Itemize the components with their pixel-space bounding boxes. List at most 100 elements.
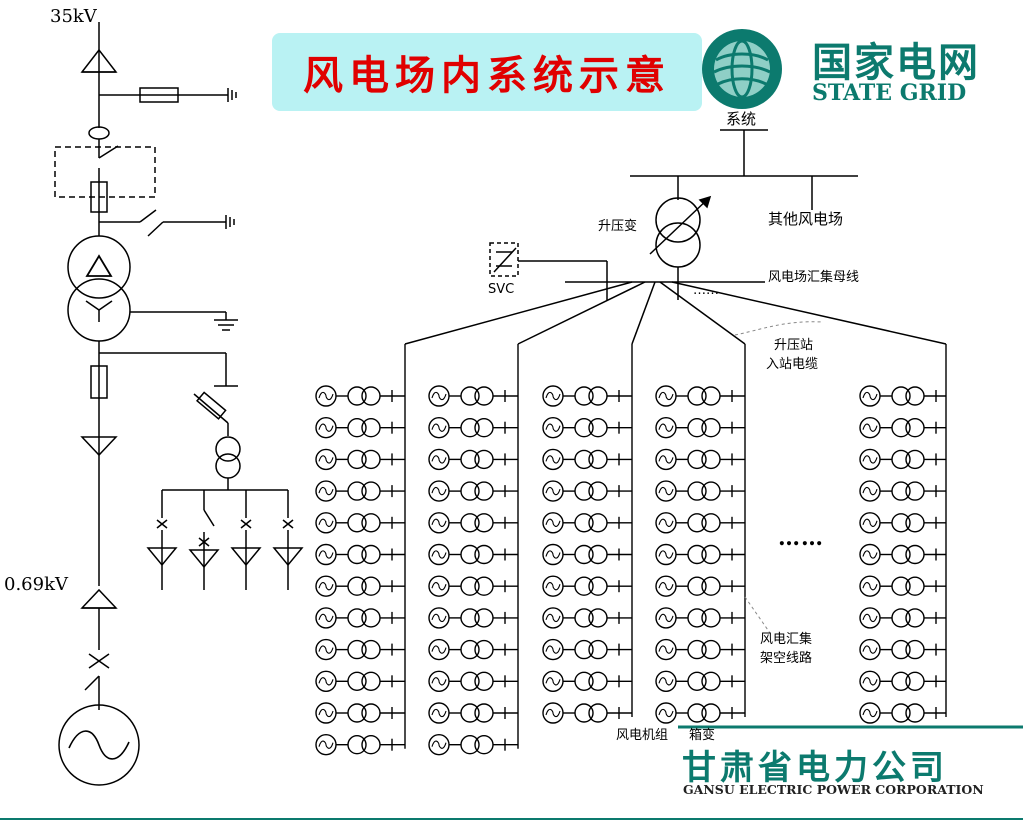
box-transformer-icon <box>891 481 911 501</box>
box-transformer-icon <box>574 576 594 596</box>
turbine-unit <box>655 607 745 629</box>
box-transformer-icon <box>347 513 367 533</box>
turbine-single-line-diagram <box>54 22 304 786</box>
turbine-unit <box>859 638 946 661</box>
turbine-unit <box>655 512 745 534</box>
turbine-unit <box>542 448 632 471</box>
turbine-unit <box>655 543 745 566</box>
box-transformer-icon <box>687 513 707 533</box>
turbine-unit <box>859 385 946 407</box>
turbine-unit <box>428 575 518 597</box>
feeder-ellipsis: …… <box>778 525 824 551</box>
box-transformer-icon <box>687 449 707 470</box>
transformer-winding-delta <box>67 235 131 299</box>
turbine-unit <box>315 512 405 534</box>
box-transformer-icon <box>460 703 480 723</box>
title-banner: 风电场内系统示意 <box>272 33 702 111</box>
box-transformer-icon <box>347 386 367 406</box>
arrester-mid <box>80 436 118 457</box>
box-transformer-icon <box>347 418 367 438</box>
turbine-unit <box>542 575 632 597</box>
bus-ellipsis: …… <box>693 283 719 298</box>
turbine-unit <box>428 385 518 407</box>
substation-cable-label-2: 入站电缆 <box>766 357 819 372</box>
box-transformer-icon <box>460 735 480 755</box>
turbine-unit <box>315 702 405 724</box>
box-transformer-icon <box>347 735 367 755</box>
turbine-unit <box>315 638 405 661</box>
box-transformer-icon <box>687 481 707 501</box>
slide-title: 风电场内系统示意 <box>303 52 671 99</box>
box-transformer-icon <box>687 418 707 438</box>
box-transformer-icon <box>574 418 594 438</box>
turbine-unit <box>315 543 405 566</box>
box-transformer-icon <box>891 639 911 660</box>
turbine-unit <box>655 702 745 724</box>
box-transformer-icon <box>891 703 911 723</box>
box-transformer-icon <box>347 671 367 691</box>
box-transformer-icon <box>460 418 480 438</box>
box-transformer-icon <box>347 544 367 565</box>
collector-feeders <box>315 344 947 756</box>
turbine-unit <box>859 480 946 502</box>
box-transformer-icon <box>687 386 707 406</box>
turbine-unit <box>428 543 518 566</box>
turbine-unit <box>655 480 745 502</box>
box-transformer-icon <box>687 576 707 596</box>
turbine-unit <box>315 670 405 692</box>
box-transformer-icon <box>347 576 367 596</box>
turbine-unit <box>542 638 632 661</box>
turbine-unit <box>542 670 632 692</box>
overhead-line-leader <box>744 596 771 634</box>
svc-dashed-box <box>489 242 519 277</box>
box-transformer-icon <box>891 608 911 628</box>
turbine-unit <box>315 417 405 439</box>
fuse-lower <box>90 365 108 399</box>
svc-label: SVC <box>488 282 515 297</box>
turbine-unit <box>859 448 946 471</box>
turbine-unit <box>542 512 632 534</box>
load-switch-dashed-box <box>54 146 156 198</box>
turbine-unit <box>859 575 946 597</box>
box-transformer-icon <box>460 481 480 501</box>
turbine-unit <box>859 702 946 724</box>
box-transformer-icon <box>891 576 911 596</box>
turbine-unit <box>428 734 518 756</box>
turbine-unit <box>428 448 518 471</box>
box-transformer-icon <box>574 449 594 470</box>
brand-name-cn: 国家电网 <box>812 40 980 86</box>
box-transformer-icon <box>574 639 594 660</box>
turbine-unit <box>428 480 518 502</box>
box-transformer-icon <box>460 513 480 533</box>
turbine-unit <box>655 670 745 692</box>
turbine-unit <box>859 543 946 566</box>
fuse-top-branch <box>139 87 179 103</box>
turbine-unit <box>655 448 745 471</box>
brand-name-en: STATE GRID <box>812 80 967 106</box>
turbine-unit <box>655 575 745 597</box>
box-transformer-icon <box>460 386 480 406</box>
box-transformer-icon <box>460 544 480 565</box>
step-up-transformer-primary <box>655 197 701 243</box>
box-transformer-icon <box>347 449 367 470</box>
turbine-unit <box>428 512 518 534</box>
box-transformer-icon <box>574 513 594 533</box>
arrester-bottom <box>80 588 118 609</box>
turbine-unit <box>428 417 518 439</box>
turbine-unit <box>859 417 946 439</box>
aux-transformer-secondary <box>215 453 241 479</box>
generator-symbol <box>58 704 140 786</box>
turbine-unit <box>542 543 632 566</box>
step-up-transformer-secondary <box>655 222 701 268</box>
box-transformer-icon <box>574 481 594 501</box>
turbine-unit <box>655 385 745 407</box>
box-transformer-icon <box>574 544 594 565</box>
turbine-unit <box>428 638 518 661</box>
footer-rule <box>0 818 1023 820</box>
turbine-unit <box>542 385 632 407</box>
state-grid-globe-logo <box>702 29 782 109</box>
other-farms-label: 其他风电场 <box>768 210 844 228</box>
box-transformer-icon <box>687 544 707 565</box>
fuse-main <box>90 181 108 213</box>
box-transformer-icon <box>347 481 367 501</box>
